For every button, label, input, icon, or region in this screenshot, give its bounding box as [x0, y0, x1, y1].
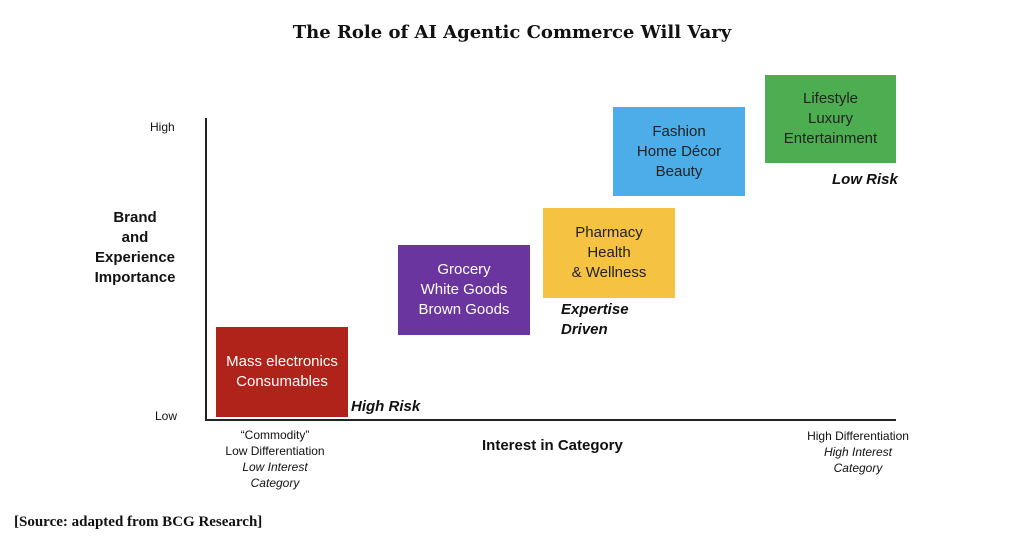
box-line: Pharmacy: [575, 224, 643, 241]
y-high-label: High: [150, 120, 175, 134]
expertise-driven-label: Expertise Driven: [561, 300, 629, 340]
box-line: Lifestyle: [802, 90, 859, 107]
x-low-line: Category: [250, 476, 300, 490]
box-line: Mass electronics: [226, 353, 338, 370]
y-axis-title: Brand and Experience Importance: [92, 208, 178, 288]
y-axis-title-line: Brand: [113, 209, 157, 226]
x-low-line: Low Interest: [242, 460, 308, 474]
y-axis-title-line: and: [121, 229, 149, 246]
x-high-line: High Interest: [823, 445, 893, 459]
y-axis-line: [205, 118, 207, 421]
box-line: & Wellness: [571, 264, 647, 281]
x-low-label: “Commodity” Low Differentiation Low Inte…: [205, 427, 345, 491]
box-line: Grocery: [437, 261, 491, 278]
box-line: White Goods: [420, 281, 508, 298]
box-line: Beauty: [655, 162, 703, 180]
diagram-title: The Role of AI Agentic Commerce Will Var…: [292, 22, 732, 43]
box-pharmacy: Pharmacy Health & Wellness: [543, 208, 675, 298]
x-high-line: Category: [833, 461, 883, 475]
box-mass-electronics: Mass electronics Consumables: [216, 327, 348, 417]
low-risk-label: Low Risk: [832, 171, 898, 188]
box-grocery: Grocery White Goods Brown Goods: [398, 245, 530, 335]
x-axis-title: Interest in Category: [482, 437, 623, 454]
box-line: Fashion: [652, 122, 706, 140]
box-fashion: Fashion Home Décor Beauty: [613, 107, 745, 196]
y-axis-title-line: Experience: [94, 249, 176, 266]
y-axis-title-line: Importance: [94, 269, 176, 286]
x-axis-line: [205, 419, 896, 421]
box-line: Entertainment: [783, 130, 878, 147]
y-low-label: Low: [155, 409, 178, 423]
source-note: [Source: adapted from BCG Research]: [14, 514, 263, 530]
box-line: Home Décor: [636, 142, 722, 160]
box-line: Consumables: [236, 373, 328, 390]
box-line: Luxury: [807, 110, 854, 127]
x-high-line: High Differentiation: [807, 429, 909, 443]
x-low-line: Low Differentiation: [225, 444, 325, 458]
box-lifestyle: Lifestyle Luxury Entertainment: [765, 75, 896, 163]
expertise-line: Expertise: [561, 301, 629, 318]
high-risk-label: High Risk: [351, 398, 421, 415]
box-line: Brown Goods: [418, 301, 510, 318]
expertise-line: Driven: [561, 321, 608, 338]
x-low-line: “Commodity”: [240, 428, 310, 442]
x-high-label: High Differentiation High Interest Categ…: [790, 428, 926, 476]
box-line: Health: [587, 244, 631, 261]
